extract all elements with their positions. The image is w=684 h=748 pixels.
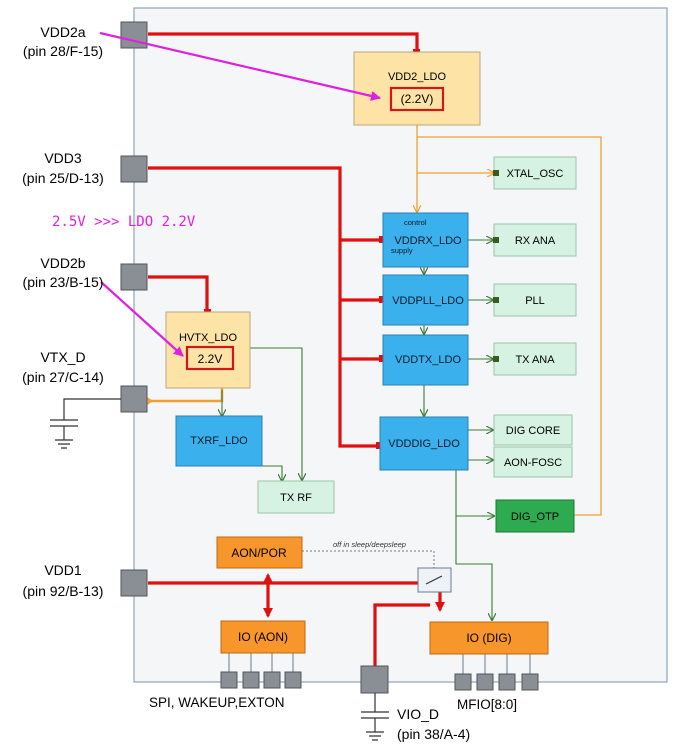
vtx-ground-symbol [50,398,121,449]
dig-core-label: DIG CORE [506,425,560,437]
vdd2b-pin-name: VDD2b [40,255,85,271]
vdd3-pin-name: VDD3 [44,150,82,166]
io-pins [220,671,539,691]
io-aon-pin-label: SPI, WAKEUP,EXTON [149,695,285,710]
rx-ana-block [493,223,577,257]
vdd3-pin-detail: (pin 25/D-13) [22,170,104,186]
vdd2-ldo-value-box [389,86,445,112]
aon-fosc-block [493,446,573,478]
io-dig-block [429,621,549,655]
switch-note: off in sleep/deepsleep [333,540,406,549]
io-aon-block [220,620,306,654]
tx-rf-block [257,480,335,514]
txrf-ldo-label: TXRF_LDO [190,435,248,447]
vddrx-supply-label: supply [391,246,413,255]
aon-fosc-label: AON-FOSC [504,457,562,469]
tx-rf-label: TX RF [280,492,312,504]
orange-control-lines [417,125,602,515]
io-lines [228,653,531,674]
hvtx-ldo-block [165,311,251,389]
vdd3-pin [120,155,148,183]
voltage-annotation: 2.5V >>> LDO 2.2V [52,214,196,230]
vddrx-ldo-block [382,212,469,268]
ldo-blocks [175,212,469,471]
pink-arrows [99,31,381,357]
vdd2-ldo-label: VDD2_LDO [388,71,447,83]
load-input-dots [493,170,499,362]
vdd2-ldo-value: (2.2V) [401,92,434,106]
txrf-ldo-block [175,415,263,467]
vio-ground-symbol [361,693,389,741]
vtx-d-pin-name: VTX_D [40,349,85,365]
vdd2a-pin-detail: (pin 28/F-15) [23,43,103,59]
tx-ana-label: TX ANA [515,354,555,366]
dig-otp-block [495,499,575,533]
vdd2a-pin-name: VDD2a [40,24,85,40]
tx-ana-block [493,342,577,376]
vdddig-ldo-block [379,416,469,471]
green-supply-lines [222,240,494,620]
hvtx-ldo-label: HVTX_LDO [179,332,238,344]
load-blocks [257,156,577,514]
sleep-switch [302,550,452,593]
vtx-d-pin [120,385,148,413]
vio-d-pin-name: VIO_D [397,706,439,722]
vddpll-ldo-label: VDDPLL_LDO [392,295,464,307]
vdd1-pin [120,569,148,597]
dig-core-block [493,414,573,446]
aon-por-label: AON/POR [231,546,287,560]
vtx-d-pin-detail: (pin 27/C-14) [22,369,104,385]
pll-label: PLL [525,295,545,307]
xtal-osc-label: XTAL_OSC [507,168,564,180]
vdd2a-pin [120,21,148,49]
vdd2b-pin [120,263,148,291]
rx-ana-label: RX ANA [515,235,556,247]
aon-por-block [216,536,303,569]
vddrx-control-label: control [404,218,427,227]
io-dig-label: IO (DIG) [466,631,511,645]
vio-d-pin-detail: (pin 38/A-4) [397,726,470,742]
power-pins [120,21,389,694]
vdd1-pin-name: VDD1 [44,562,82,578]
hvtx-ldo-value-box [185,345,235,371]
red-power-lines [148,32,445,667]
vddtx-ldo-label: VDDTX_LDO [395,354,461,366]
dig-otp-label: DIG_OTP [511,511,559,523]
vddrx-ldo-label: VDDRX_LDO [394,235,462,247]
pll-block [493,283,577,317]
vdd2b-pin-detail: (pin 23/B-15) [23,274,104,290]
vddpll-ldo-block [382,274,469,326]
vio-d-pin [360,665,389,694]
vddtx-ldo-block [382,334,469,386]
io-aon-label: IO (AON) [238,630,288,644]
io-dig-pin-label: MFIO[8:0] [457,697,517,712]
hvtx-ldo-value: 2.2V [198,352,223,366]
vdddig-ldo-label: VDDDIG_LDO [388,438,460,450]
vdd1-pin-detail: (pin 92/B-13) [23,583,104,599]
